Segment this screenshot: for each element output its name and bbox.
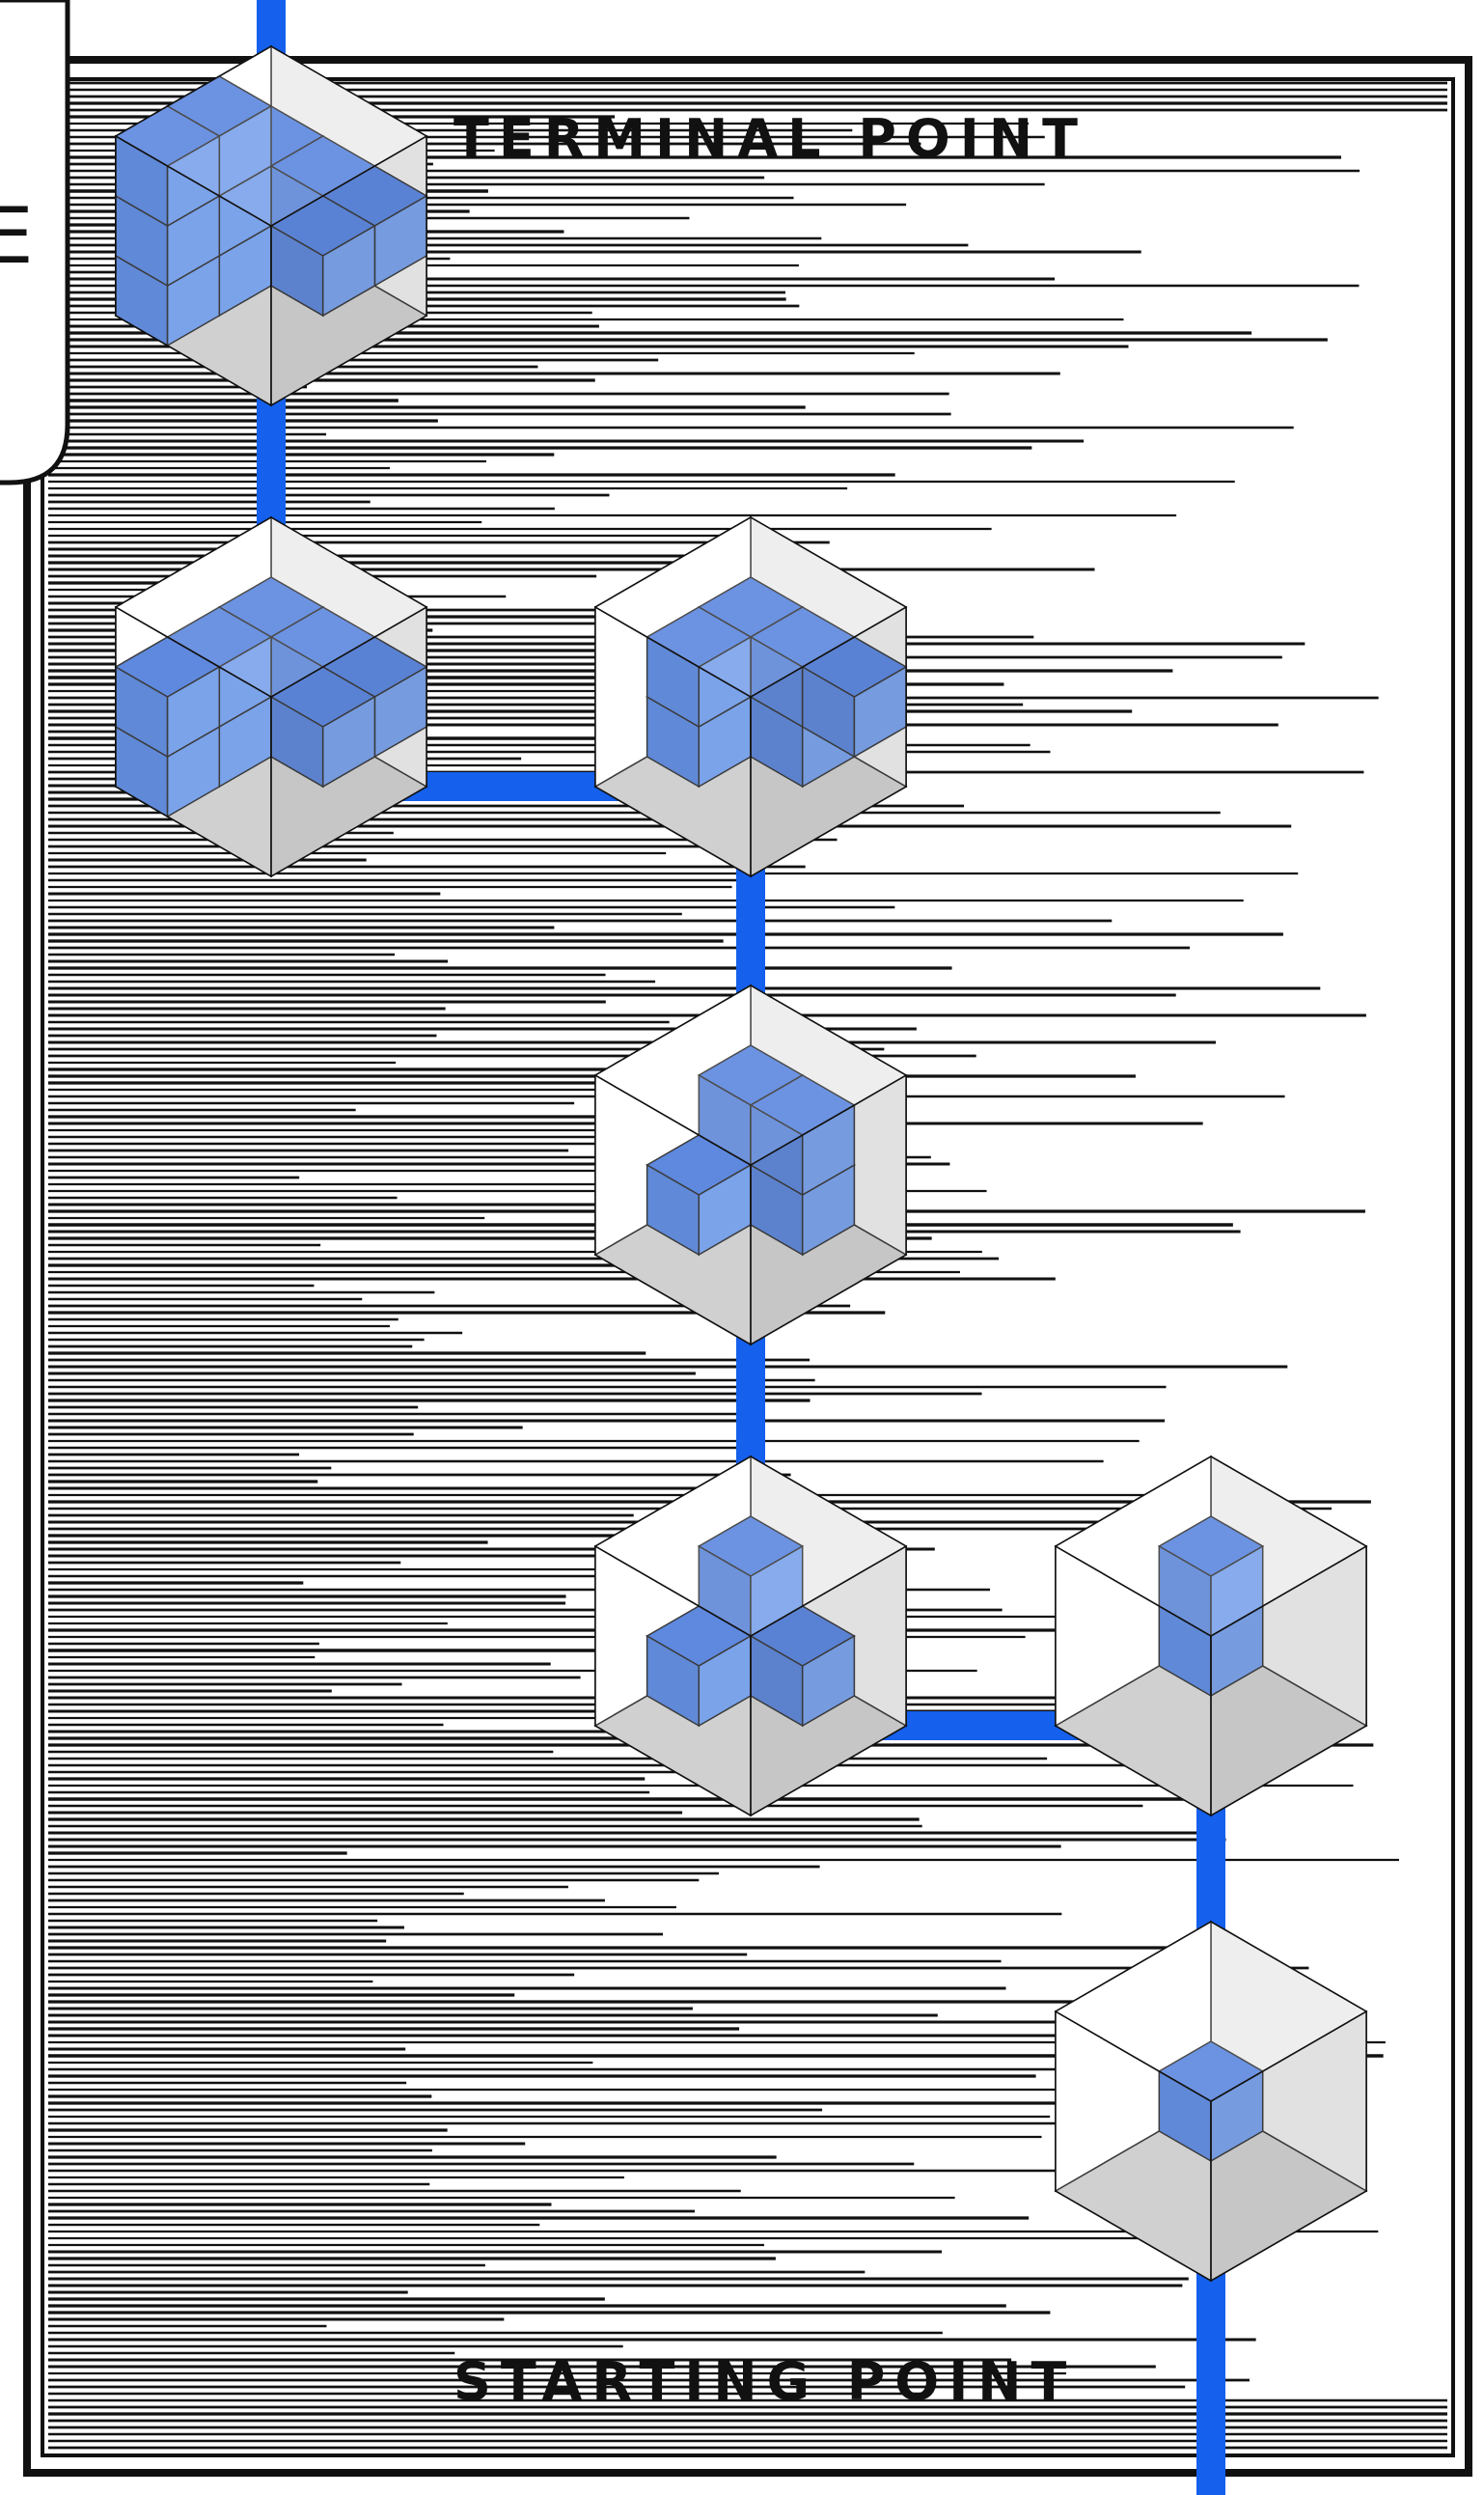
- starting-point-label: STARTING POINT: [453, 2351, 1076, 2412]
- stage-3: [593, 1455, 908, 1817]
- unit-cube: [801, 636, 908, 759]
- unit-cube: [646, 1605, 753, 1728]
- assembly-stages: [114, 44, 1368, 2283]
- box-lid: [1054, 1455, 1368, 1637]
- terminal-point-label: TERMINAL POINT: [453, 108, 1087, 169]
- speed-line-hatching: [48, 81, 1447, 2450]
- corner-callout-letter: E: [0, 191, 34, 281]
- outer-frame: [23, 56, 1472, 2477]
- box-lid: [593, 516, 908, 698]
- box-lid: [1054, 1921, 1368, 2102]
- unit-cube: [749, 1605, 856, 1728]
- box-lid: [114, 45, 428, 227]
- stage-5: [593, 515, 908, 878]
- stage-6: [114, 515, 428, 878]
- stage-7: [114, 44, 428, 407]
- stage-2: [1054, 1455, 1368, 1817]
- box-lid: [114, 516, 428, 698]
- inner-frame: [41, 77, 1455, 2457]
- corner-callout-box: [0, 0, 70, 485]
- stage-1: [1054, 1920, 1368, 2283]
- stage-4: [593, 984, 908, 1346]
- box-lid: [593, 984, 908, 1166]
- unit-cube: [697, 1515, 805, 1638]
- box-lid: [593, 1455, 908, 1637]
